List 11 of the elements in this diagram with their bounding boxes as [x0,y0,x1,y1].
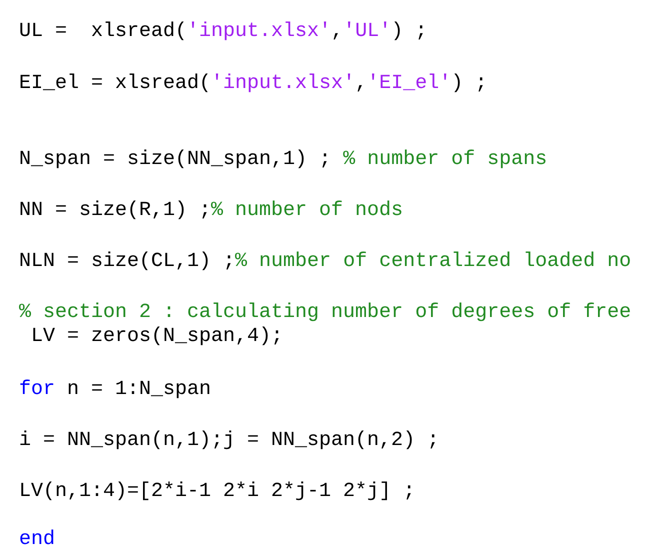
code-line: UL = xlsread('input.xlsx','UL') ; [19,20,428,44]
code-line: for n = 1:N_span [19,378,212,402]
code-line: N_span = size(NN_span,1) ; % number of spans [19,148,548,172]
code-line: NLN = size(CL,1) ;% number of centralized loaded no [19,250,632,274]
code-line: % section 2 : calculating number of degrees of free [19,301,632,325]
code-line: NN = size(R,1) ;% number of nods [19,199,404,223]
code-line: end [19,528,56,552]
code-line: i = NN_span(n,1);j = NN_span(n,2) ; [19,429,440,453]
code-line: LV(n,1:4)=[2*i-1 2*i 2*j-1 2*j] ; [19,480,416,504]
code-line: EI_el = xlsread('input.xlsx','EI_el') ; [19,72,488,96]
code-line: LV = zeros(N_span,4); [30,325,284,349]
